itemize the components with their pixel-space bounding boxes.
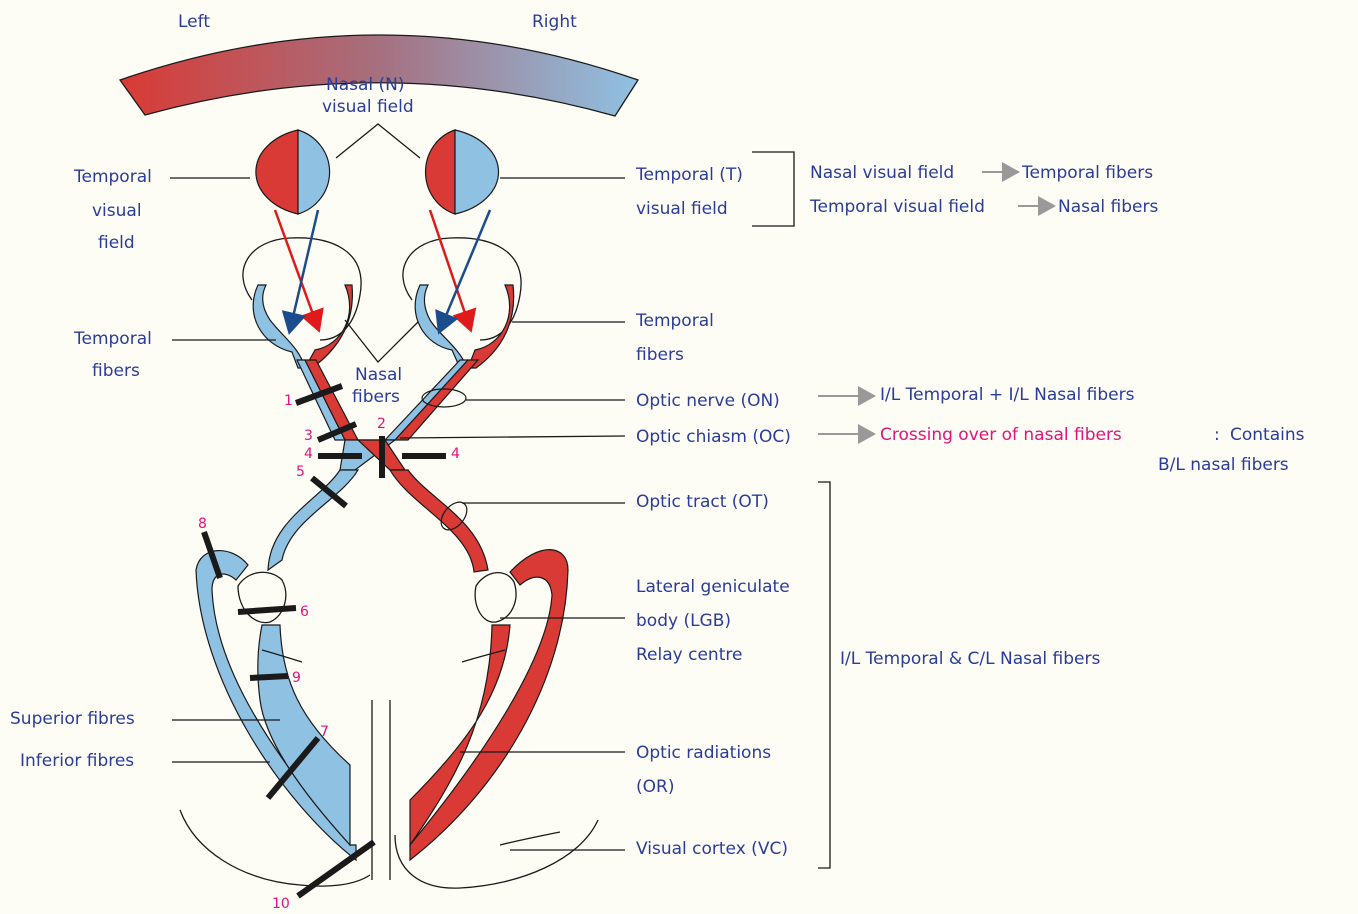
lesion-number-5: 5 (296, 464, 305, 480)
right-optic-tract (390, 470, 488, 572)
left-field-label: Left (178, 12, 210, 32)
lesion-number-3: 3 (304, 428, 313, 444)
chiasm-note-line2: B/L nasal fibers (1158, 455, 1289, 475)
left-optic-tract (268, 470, 358, 570)
right-optic-radiation-outer (410, 550, 568, 860)
note-nasal-fibers: Nasal fibers (1058, 197, 1158, 217)
right-field-label: Right (532, 12, 577, 32)
lesion-number-7: 7 (320, 724, 329, 740)
lesion-number-8: 8 (198, 516, 207, 532)
right-temporal-retina (468, 285, 514, 368)
bracket-note: I/L Temporal & C/L Nasal fibers (840, 649, 1100, 669)
lesion-6 (238, 608, 296, 612)
left-temporal-fibers-label-2: fibers (92, 361, 140, 381)
temporal-field-label-3: field (98, 233, 135, 253)
note-temporal-field: Temporal visual field (809, 197, 985, 217)
temporal-t-label-1: Temporal (T) (635, 165, 743, 185)
left-temporal-fibers-label-1: Temporal (73, 329, 152, 349)
lesion-number-2: 2 (377, 416, 386, 432)
note-temporal-fibers: Temporal fibers (1021, 163, 1153, 183)
optic-radiations-label-2: (OR) (636, 777, 674, 797)
right-red-arrow (430, 210, 470, 328)
right-calcarine (500, 832, 560, 845)
left-nasal-retina (305, 285, 352, 368)
lesion-number-4-left: 4 (304, 446, 313, 462)
optic-chiasm-leader (400, 436, 625, 438)
left-optic-radiation-inner (258, 625, 350, 845)
left-blue-arrow (290, 210, 318, 330)
lgb-label-3: Relay centre (636, 645, 742, 665)
optic-radiations-label-1: Optic radiations (636, 743, 771, 763)
lesion-9 (250, 676, 288, 678)
chiasm-note-pink: Crossing over of nasal fibers (880, 425, 1122, 445)
lgb-label-1: Lateral geniculate (636, 577, 790, 597)
visual-cortex-label: Visual cortex (VC) (636, 839, 788, 859)
pathway-bracket (818, 482, 830, 868)
nasal-fibers-label-1: Nasal (355, 365, 402, 385)
temporal-field-label-1: Temporal (73, 167, 152, 187)
nasal-field-label-1: Nasal (N) (326, 75, 405, 95)
lgb-label-2: body (LGB) (636, 611, 731, 631)
temporal-t-label-2: visual field (636, 199, 728, 219)
right-eye-field (426, 130, 499, 214)
left-eye-field (256, 130, 330, 214)
optic-tract-label: Optic tract (OT) (636, 492, 769, 512)
note-nasal-field: Nasal visual field (810, 163, 954, 183)
lesion-number-6: 6 (300, 604, 309, 620)
lesion-number-4-right: 4 (451, 446, 460, 462)
superior-fibres-label: Superior fibres (10, 709, 135, 729)
lesion-10 (298, 842, 374, 896)
lesion-number-9: 9 (292, 670, 301, 686)
field-bracket (752, 152, 794, 226)
optic-nerve-label: Optic nerve (ON) (636, 391, 780, 411)
nasal-fibers-label-2: fibers (352, 387, 400, 407)
right-temporal-fibers-label-1: Temporal (635, 311, 714, 331)
temporal-field-label-2: visual (92, 201, 142, 221)
inferior-fibres-label: Inferior fibres (20, 751, 134, 771)
nasal-field-label-2: visual field (322, 97, 414, 117)
optic-chiasm-label: Optic chiasm (OC) (636, 427, 791, 447)
nasal-fibers-leader (345, 320, 418, 362)
left-lgb (238, 572, 286, 622)
chiasm-note-contains: Contains (1230, 425, 1305, 445)
nasal-field-leader (336, 124, 420, 158)
right-lgb (475, 573, 516, 623)
lesion-number-10: 10 (272, 896, 290, 912)
right-temporal-fibers-label-2: fibers (636, 345, 684, 365)
lesion-number-1: 1 (284, 393, 293, 409)
chiasm-note-sep: : (1214, 425, 1220, 445)
left-red-arrow (275, 210, 318, 328)
optic-nerve-note: I/L Temporal + I/L Nasal fibers (880, 385, 1135, 405)
